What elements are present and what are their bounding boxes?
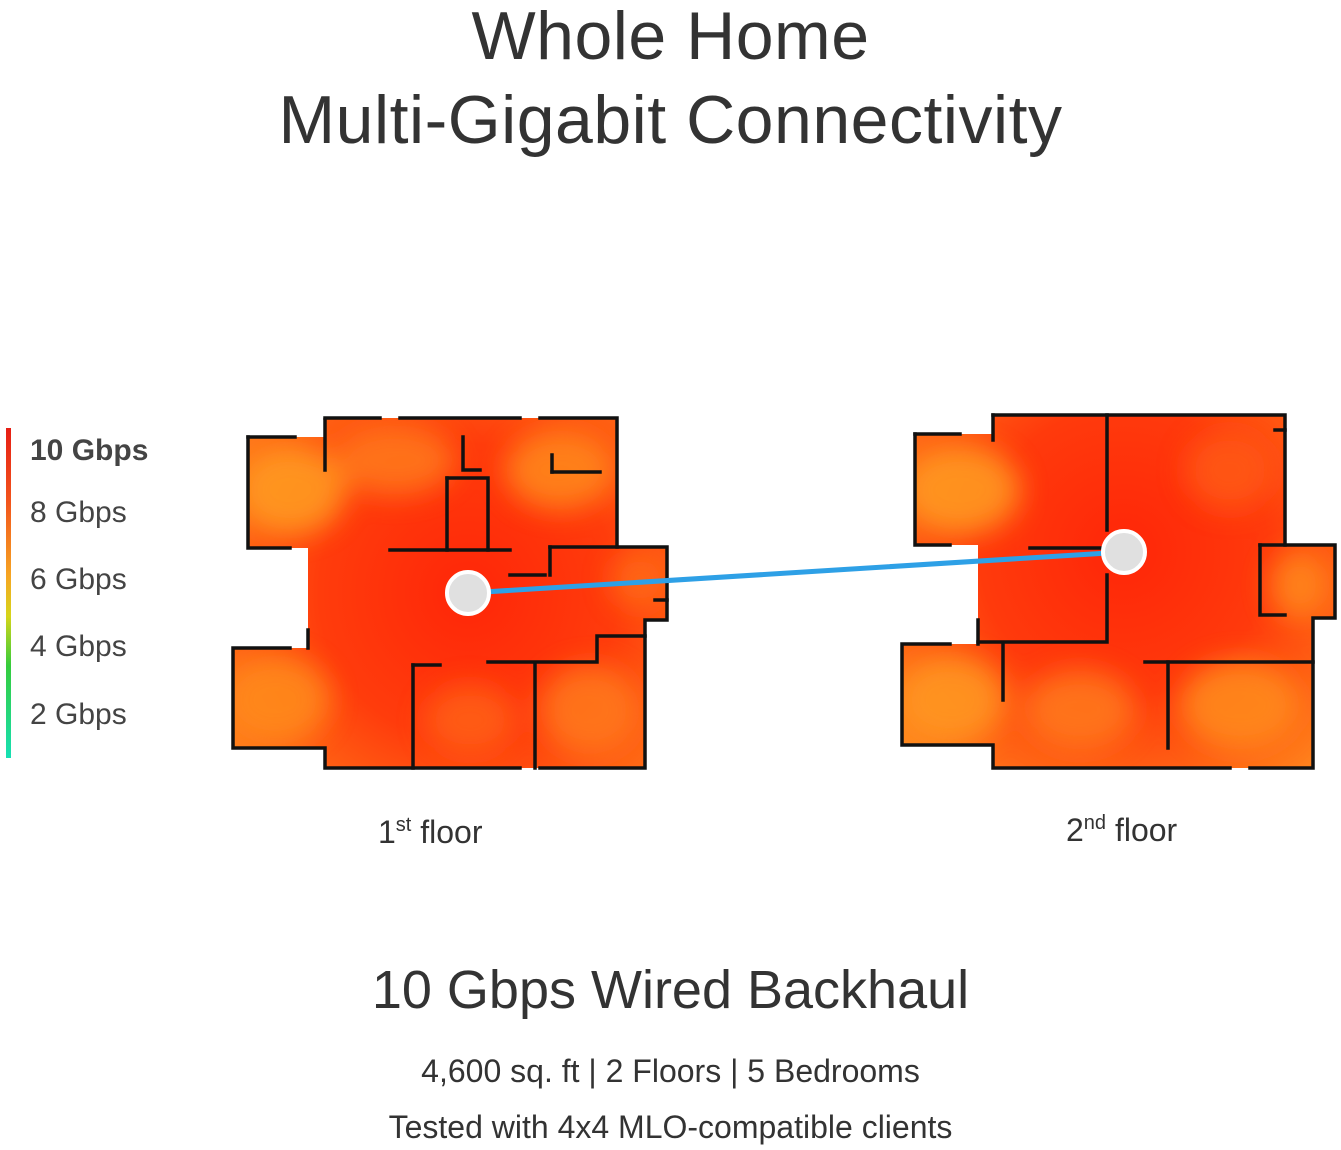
page-title-line-1: Whole Home xyxy=(471,0,870,74)
router-node-icon xyxy=(445,570,491,616)
test-note: Tested with 4x4 MLO-compatible clients xyxy=(388,1109,953,1145)
floor-2-heatmap xyxy=(902,415,1335,768)
floor-1-label: 1st floor xyxy=(378,814,483,850)
legend-label-8: 8 Gbps xyxy=(30,496,127,529)
wired-backhaul-line xyxy=(465,549,1127,596)
legend-label-4: 4 Gbps xyxy=(30,630,127,663)
signal-strength-gradient-bar xyxy=(6,428,11,758)
floor-1-walls xyxy=(231,416,669,770)
home-details: 4,600 sq. ft | 2 Floors | 5 Bedrooms xyxy=(421,1053,920,1089)
legend-label-2: 2 Gbps xyxy=(30,698,127,731)
floor-2-label: 2nd floor xyxy=(1066,812,1178,848)
router-node-icon xyxy=(1101,529,1147,575)
backhaul-headline: 10 Gbps Wired Backhaul xyxy=(371,960,970,1020)
page-title-line-2: Multi-Gigabit Connectivity xyxy=(278,82,1063,158)
floor-2-walls xyxy=(900,413,1337,770)
legend-label-6: 6 Gbps xyxy=(30,563,127,596)
legend-label-10: 10 Gbps xyxy=(30,434,149,467)
